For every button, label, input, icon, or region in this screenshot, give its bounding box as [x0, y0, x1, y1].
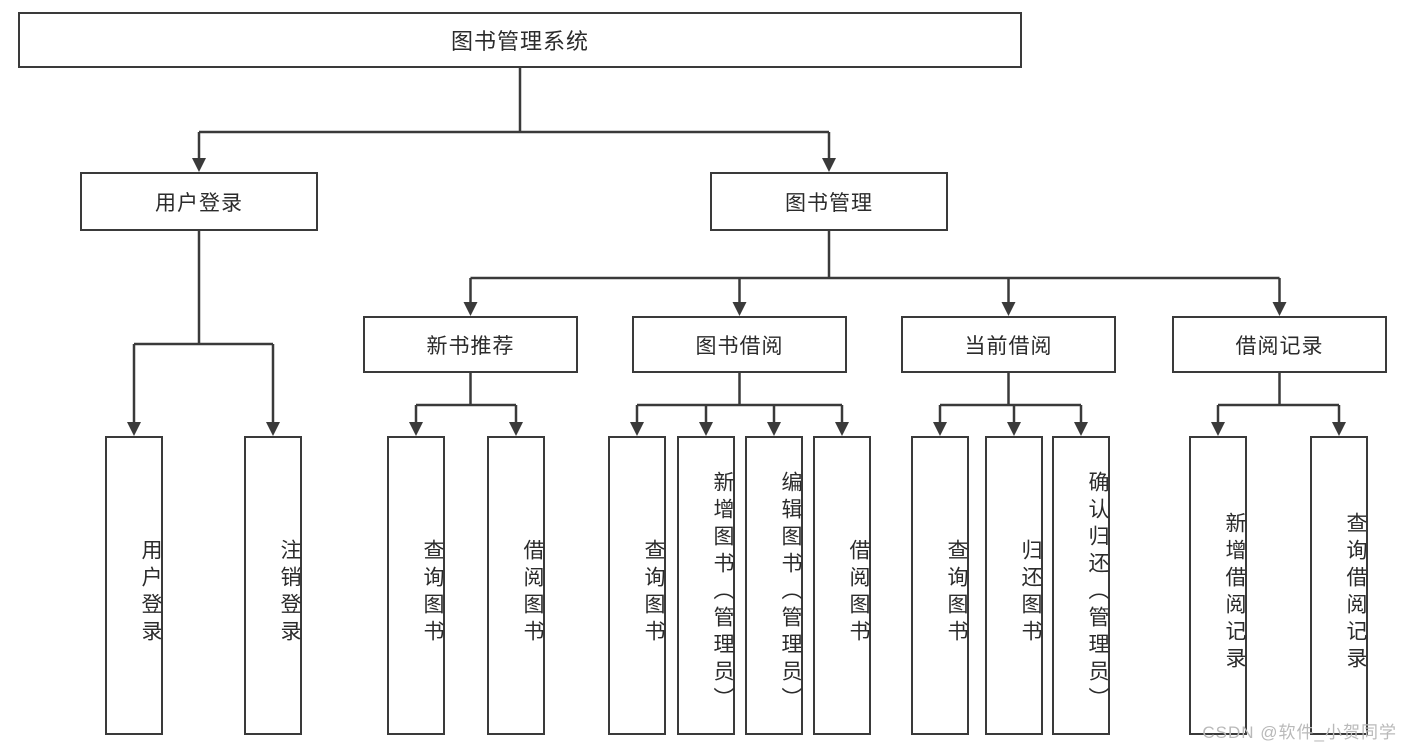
node-label: 借阅图书	[521, 538, 544, 647]
node-login[interactable]: 用户登录	[80, 172, 318, 231]
node-label: 归还图书	[1019, 538, 1042, 647]
node-leaf5[interactable]: 查询图书	[608, 436, 666, 735]
node-label: 图书管理	[785, 191, 873, 215]
node-leaf9[interactable]: 查询图书	[911, 436, 969, 735]
node-label: 编辑图书（管理员）	[779, 471, 802, 714]
node-label: 新增借阅记录	[1223, 511, 1246, 674]
node-label: 借阅图书	[847, 538, 870, 647]
node-leaf11[interactable]: 确认归还（管理员）	[1052, 436, 1110, 735]
watermark-text: CSDN @软件_小贺同学	[1202, 723, 1397, 742]
node-label: 用户登录	[139, 538, 162, 647]
node-leaf10[interactable]: 归还图书	[985, 436, 1043, 735]
node-leaf13[interactable]: 查询借阅记录	[1310, 436, 1368, 735]
node-borrow[interactable]: 图书借阅	[632, 316, 847, 373]
node-records[interactable]: 借阅记录	[1172, 316, 1387, 373]
node-label: 图书管理系统	[450, 29, 589, 54]
node-leaf2[interactable]: 注销登录	[244, 436, 302, 735]
node-leaf4[interactable]: 借阅图书	[487, 436, 545, 735]
node-label: 查询图书	[421, 538, 444, 647]
node-label: 图书借阅	[695, 334, 784, 358]
node-bookmgmt[interactable]: 图书管理	[710, 172, 948, 231]
node-label: 确认归还（管理员）	[1086, 471, 1109, 714]
node-leaf12[interactable]: 新增借阅记录	[1189, 436, 1247, 735]
node-label: 查询图书	[945, 538, 968, 647]
node-leaf6[interactable]: 新增图书（管理员）	[677, 436, 735, 735]
node-current[interactable]: 当前借阅	[901, 316, 1116, 373]
node-newbook[interactable]: 新书推荐	[363, 316, 578, 373]
node-label: 新增图书（管理员）	[711, 471, 734, 714]
node-label: 查询图书	[642, 538, 665, 647]
node-label: 查询借阅记录	[1344, 511, 1367, 674]
node-label: 注销登录	[278, 538, 301, 647]
node-leaf7[interactable]: 编辑图书（管理员）	[745, 436, 803, 735]
node-leaf3[interactable]: 查询图书	[387, 436, 445, 735]
node-label: 新书推荐	[426, 334, 515, 358]
node-leaf1[interactable]: 用户登录	[105, 436, 163, 735]
node-label: 借阅记录	[1235, 334, 1324, 358]
node-label: 当前借阅	[964, 334, 1053, 358]
node-label: 用户登录	[155, 191, 243, 215]
node-leaf8[interactable]: 借阅图书	[813, 436, 871, 735]
node-root[interactable]: 图书管理系统	[18, 12, 1022, 68]
